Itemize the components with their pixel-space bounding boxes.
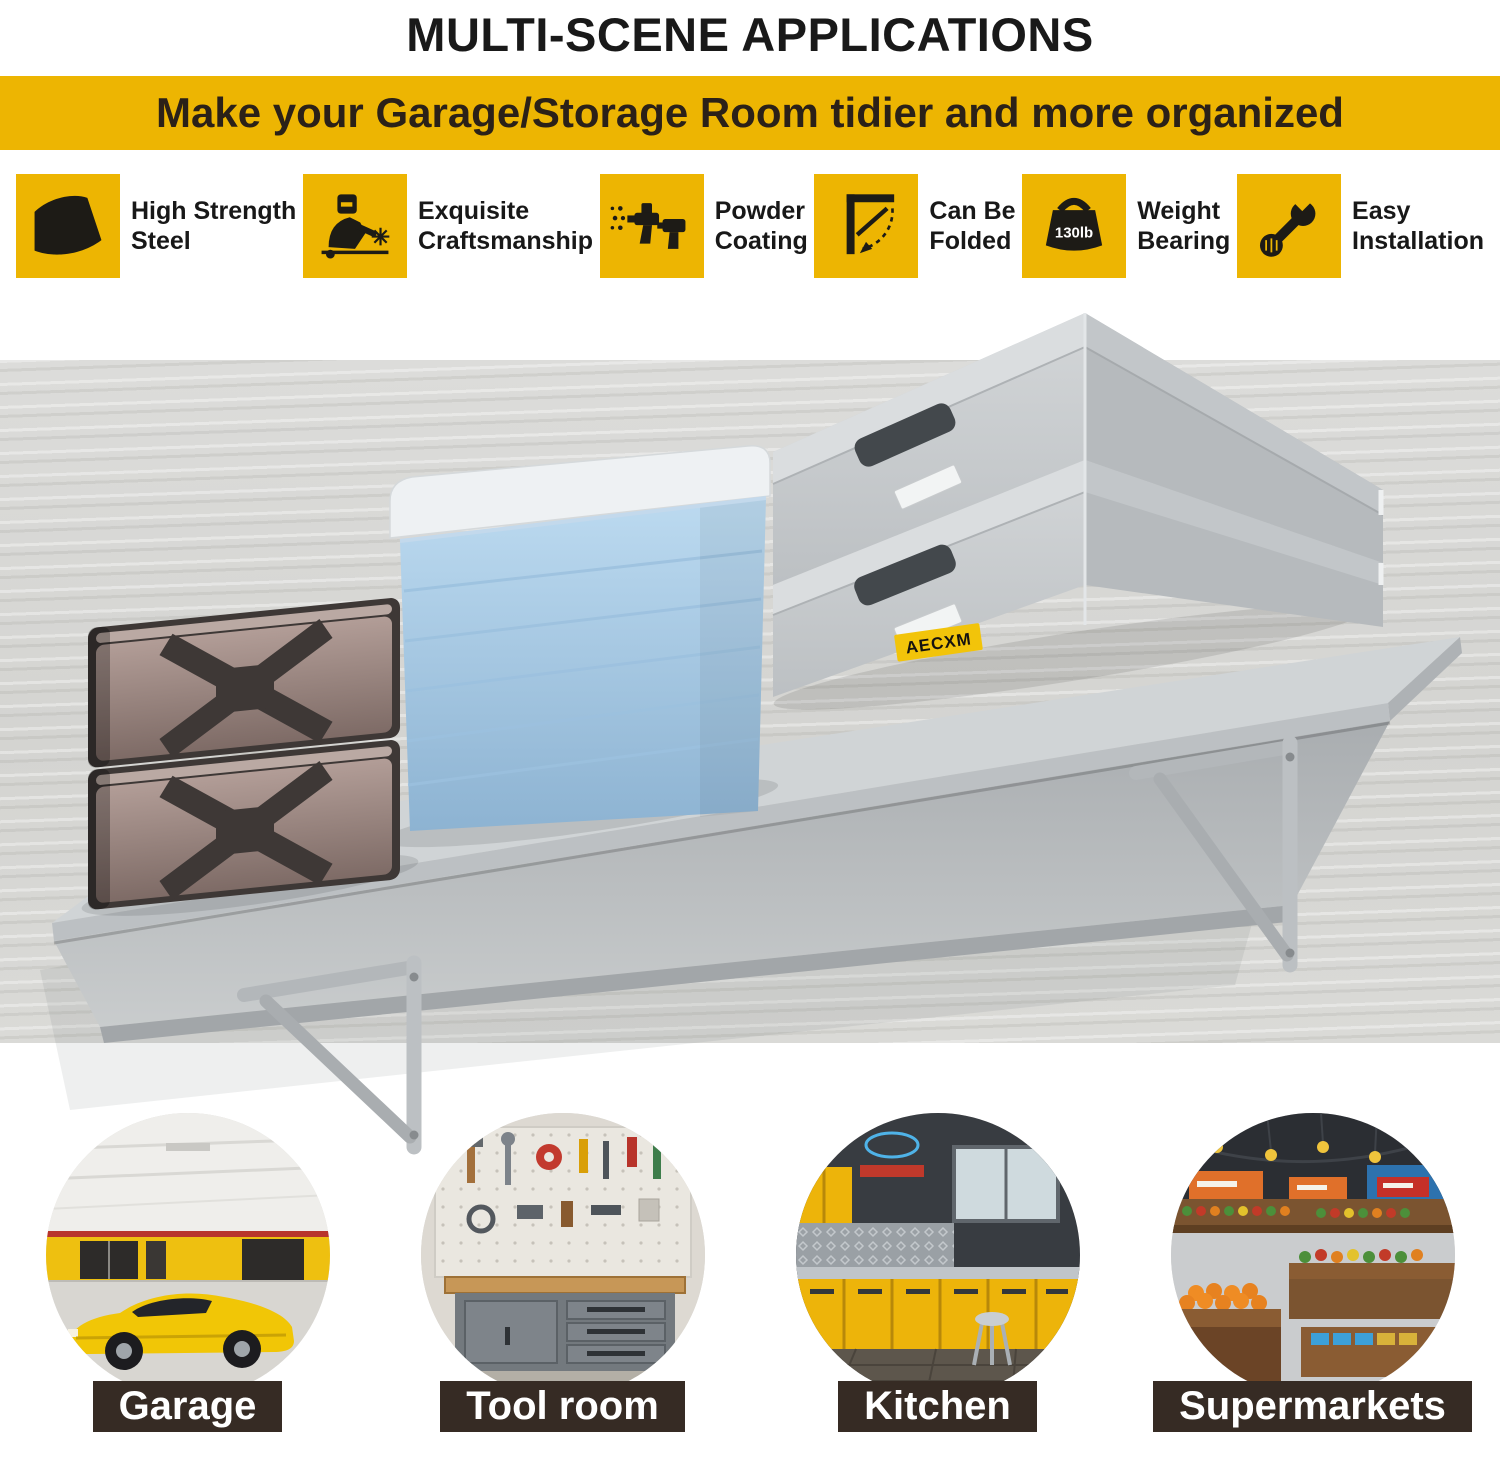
scene-label-supermarkets: Supermarkets	[1153, 1381, 1472, 1433]
feature-label: Easy Installation	[1352, 196, 1484, 256]
subtitle-banner: Make your Garage/Storage Room tidier and…	[0, 76, 1500, 151]
tool-room-photo	[420, 1113, 705, 1398]
brand-label: AECXM	[894, 623, 983, 662]
feature-label: Weight Bearing	[1137, 196, 1231, 256]
scene-label-kitchen: Kitchen	[838, 1381, 1037, 1433]
gray-storage-boxes	[772, 313, 1384, 698]
scene-label-garage: Garage	[92, 1381, 283, 1433]
welder-icon	[302, 174, 407, 279]
feature-powder-coating: Powder Coating	[599, 174, 808, 279]
kitchen-photo	[795, 1113, 1080, 1398]
feature-high-strength-steel: High Strength Steel	[16, 174, 297, 279]
weight-value-text: 130lb	[1055, 224, 1093, 241]
feature-label: Powder Coating	[714, 196, 808, 256]
scene-garage: Garage	[0, 1113, 375, 1433]
spray-gun-icon	[599, 174, 704, 279]
workbench	[443, 1276, 686, 1387]
supermarket-photo	[1170, 1113, 1455, 1398]
scene-kitchen: Kitchen	[750, 1113, 1125, 1433]
product-display: AECXM	[0, 313, 1500, 1155]
right-bracket	[1129, 735, 1298, 973]
scene-supermarkets: Supermarkets	[1125, 1113, 1500, 1433]
yellow-sports-car	[67, 1293, 294, 1371]
scenes-row: Garage	[0, 1113, 1500, 1433]
feature-label: Exquisite Craftsmanship	[417, 196, 593, 256]
weight-icon: 130lb	[1022, 174, 1127, 279]
feature-exquisite-craftsmanship: Exquisite Craftsmanship	[302, 174, 593, 279]
left-bracket	[237, 955, 422, 1155]
feature-weight-bearing: 130lb Weight Bearing	[1022, 174, 1231, 279]
shelf-underside	[54, 721, 1390, 1028]
stool	[971, 1312, 1012, 1366]
page-title: MULTI-SCENE APPLICATIONS	[406, 8, 1094, 61]
wrench-hand-icon	[1237, 174, 1342, 279]
scene-label-tool-room: Tool room	[440, 1381, 685, 1433]
toolbox-stack	[88, 598, 400, 910]
garage-photo	[45, 1113, 330, 1398]
feature-label: High Strength Steel	[131, 196, 297, 256]
shelf-product-image: AECXM	[40, 313, 1462, 1155]
scene-tool-room: Tool room	[375, 1113, 750, 1433]
blue-storage-bin	[389, 445, 771, 832]
feature-can-be-folded: Can Be Folded	[814, 174, 1016, 279]
feature-label: Can Be Folded	[929, 196, 1016, 256]
folding-bracket-icon	[814, 174, 919, 279]
orange-display	[1170, 1283, 1281, 1384]
subtitle-text: Make your Garage/Storage Room tidier and…	[156, 89, 1344, 137]
feature-easy-installation: Easy Installation	[1237, 174, 1484, 279]
steel-plate-icon	[16, 174, 120, 279]
features-row: High Strength Steel	[0, 150, 1500, 298]
